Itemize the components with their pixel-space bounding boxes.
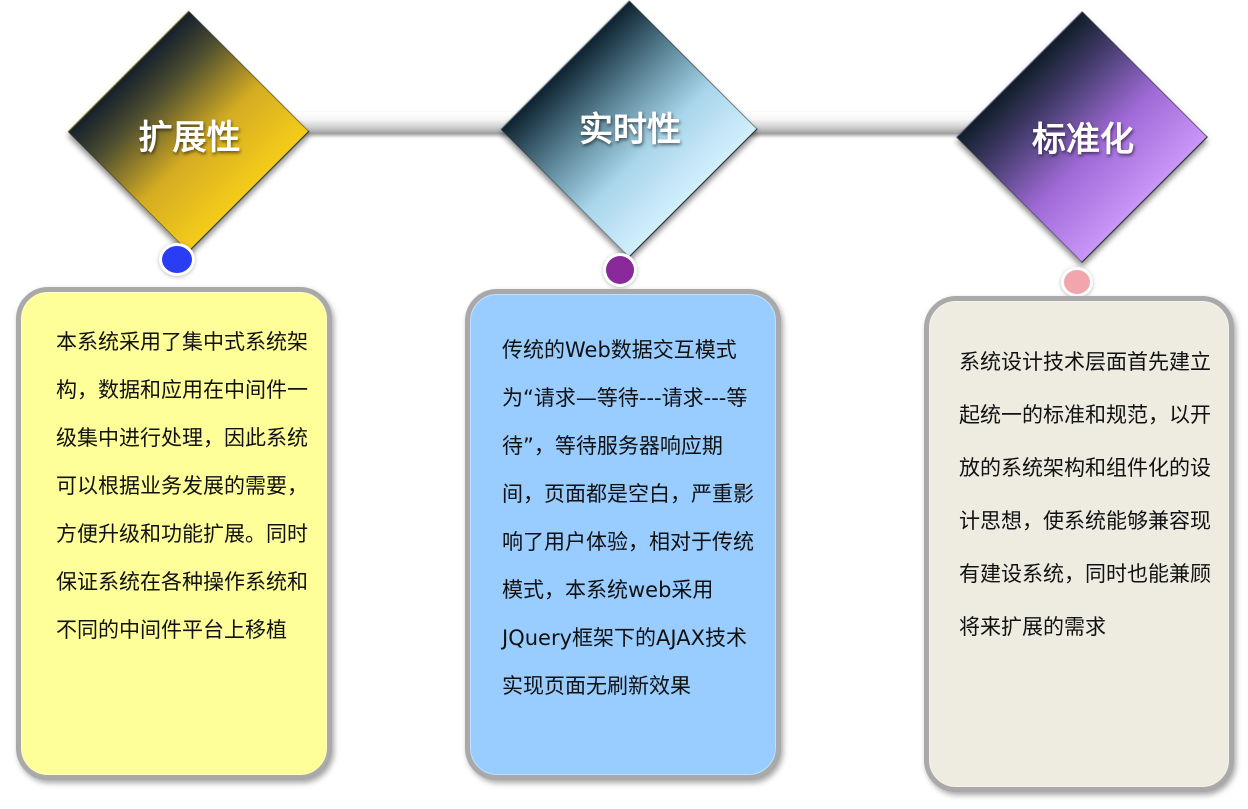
diamond-title-standardization: 标准化 <box>1032 120 1134 160</box>
card-standardization: 系统设计技术层面首先建立起统一的标准和规范，以开放的系统架构和组件化的设计思想，… <box>924 296 1234 792</box>
card-scalability: 本系统采用了集中式系统架构，数据和应用在中间件一级集中进行处理，因此系统可以根据… <box>16 287 332 780</box>
diamond-title-scalability: 扩展性 <box>138 118 241 158</box>
card-text-realtime: 传统的Web数据交互模式为“请求—等待---请求---等待”，等待服务器响应期间… <box>502 338 754 698</box>
card-text-scalability: 本系统采用了集中式系统架构，数据和应用在中间件一级集中进行处理，因此系统可以根据… <box>56 330 308 642</box>
connector-2-3 <box>700 112 1000 134</box>
marker-dot-standardization <box>1064 270 1090 294</box>
card-text-standardization: 系统设计技术层面首先建立起统一的标准和规范，以开放的系统架构和组件化的设计思想，… <box>959 350 1211 639</box>
marker-dot-realtime <box>606 256 634 284</box>
diamond-title-realtime: 实时性 <box>579 110 681 150</box>
marker-dot-scalability <box>162 246 192 273</box>
card-realtime: 传统的Web数据交互模式为“请求—等待---请求---等待”，等待服务器响应期间… <box>465 289 781 780</box>
connector-1-2 <box>270 112 560 134</box>
